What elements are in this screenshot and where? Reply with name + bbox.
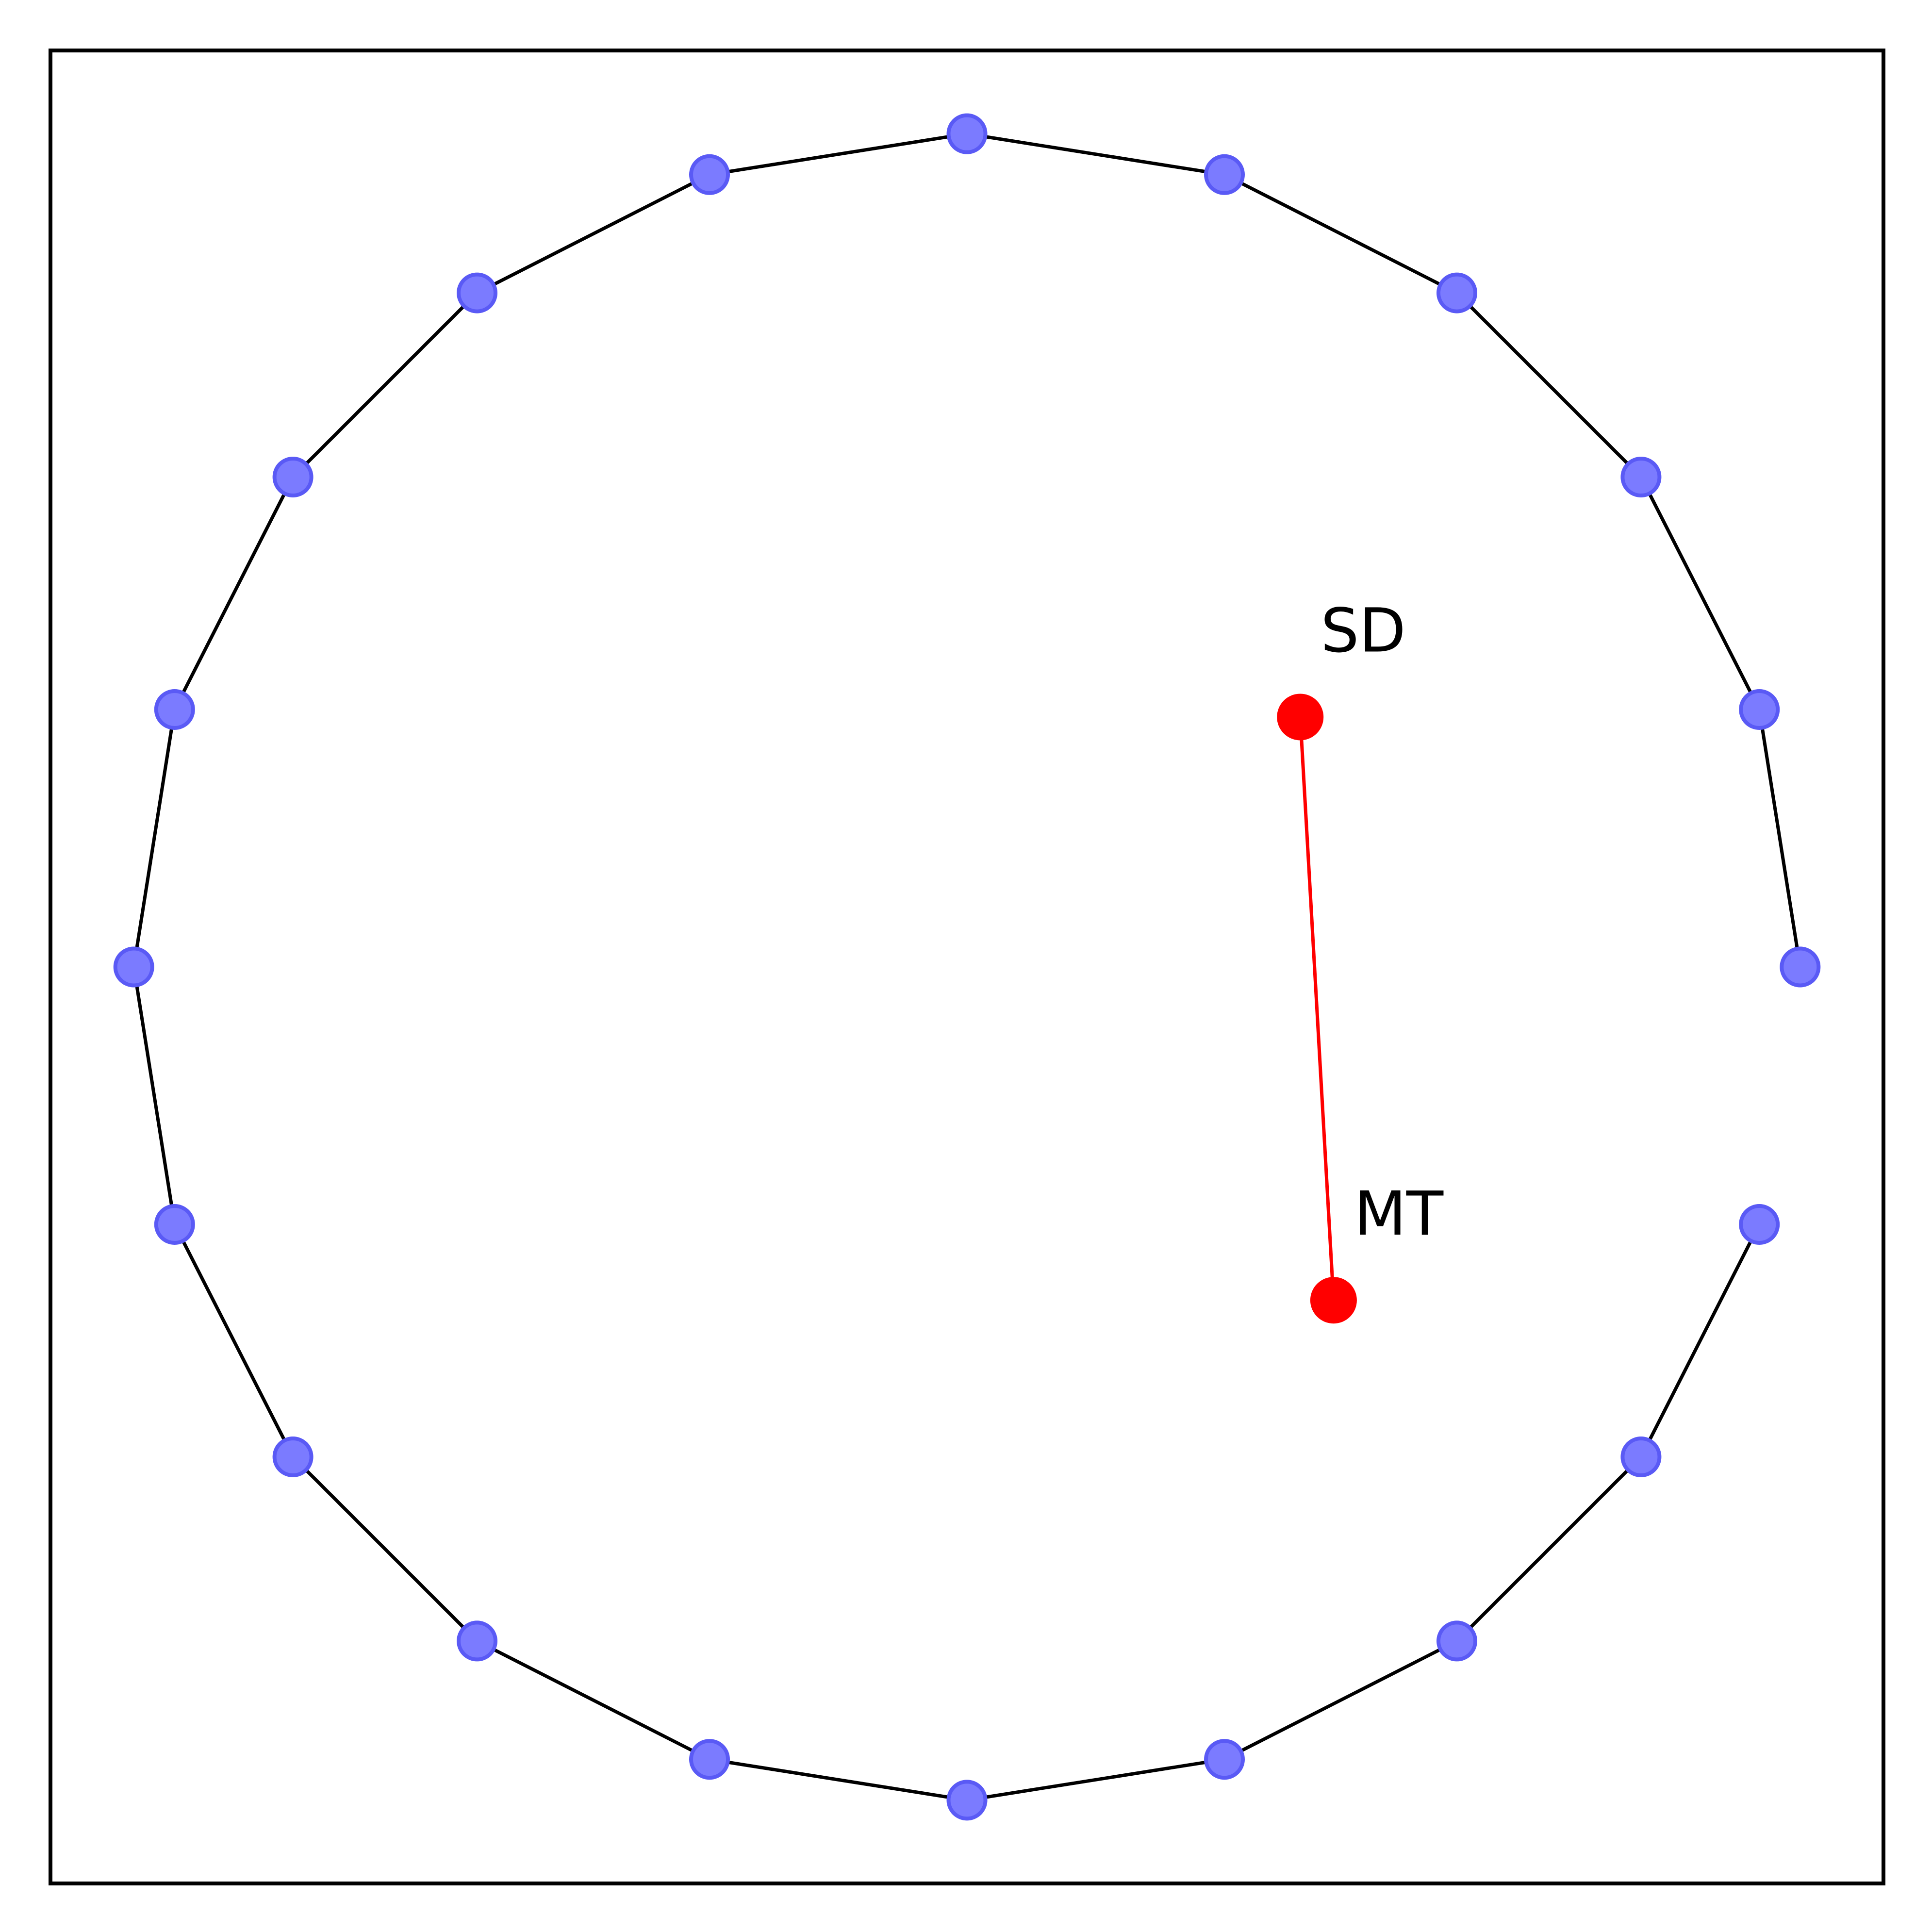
- ring-node-2: [1620, 457, 1662, 498]
- highlight-group: SD MT: [1277, 595, 1444, 1324]
- ring-node-7: [457, 272, 498, 314]
- ring-node-0: [1780, 946, 1821, 988]
- point-mt-label: MT: [1354, 1179, 1444, 1249]
- ring-node-6: [689, 154, 730, 195]
- ring-node-5: [946, 113, 988, 154]
- ring-node-8: [272, 457, 314, 498]
- ring-node-16: [1204, 1739, 1245, 1780]
- point-mt-marker: [1310, 1277, 1357, 1324]
- axes-frame: [49, 49, 1885, 1885]
- ring-node-11: [154, 1204, 195, 1245]
- ring-node-17: [1436, 1620, 1477, 1662]
- ring-node-group: [113, 113, 1821, 1821]
- ring-node-9: [154, 689, 195, 730]
- ring-node-19: [1739, 1204, 1780, 1245]
- sd-mt-connector-line: [1298, 717, 1336, 1301]
- ring-node-3: [1436, 272, 1477, 314]
- ring-node-14: [689, 1739, 730, 1780]
- point-sd-marker: [1277, 694, 1324, 741]
- ring-node-15: [946, 1780, 988, 1821]
- ring-node-12: [272, 1436, 314, 1477]
- ring-polyline-group: [132, 132, 1802, 1802]
- ring-node-1: [1739, 689, 1780, 730]
- ring-node-10: [113, 946, 154, 988]
- ring-node-18: [1620, 1436, 1662, 1477]
- ring-polyline: [132, 132, 1802, 1802]
- ring-node-13: [457, 1620, 498, 1662]
- ring-node-4: [1204, 154, 1245, 195]
- point-sd-label: SD: [1321, 595, 1406, 666]
